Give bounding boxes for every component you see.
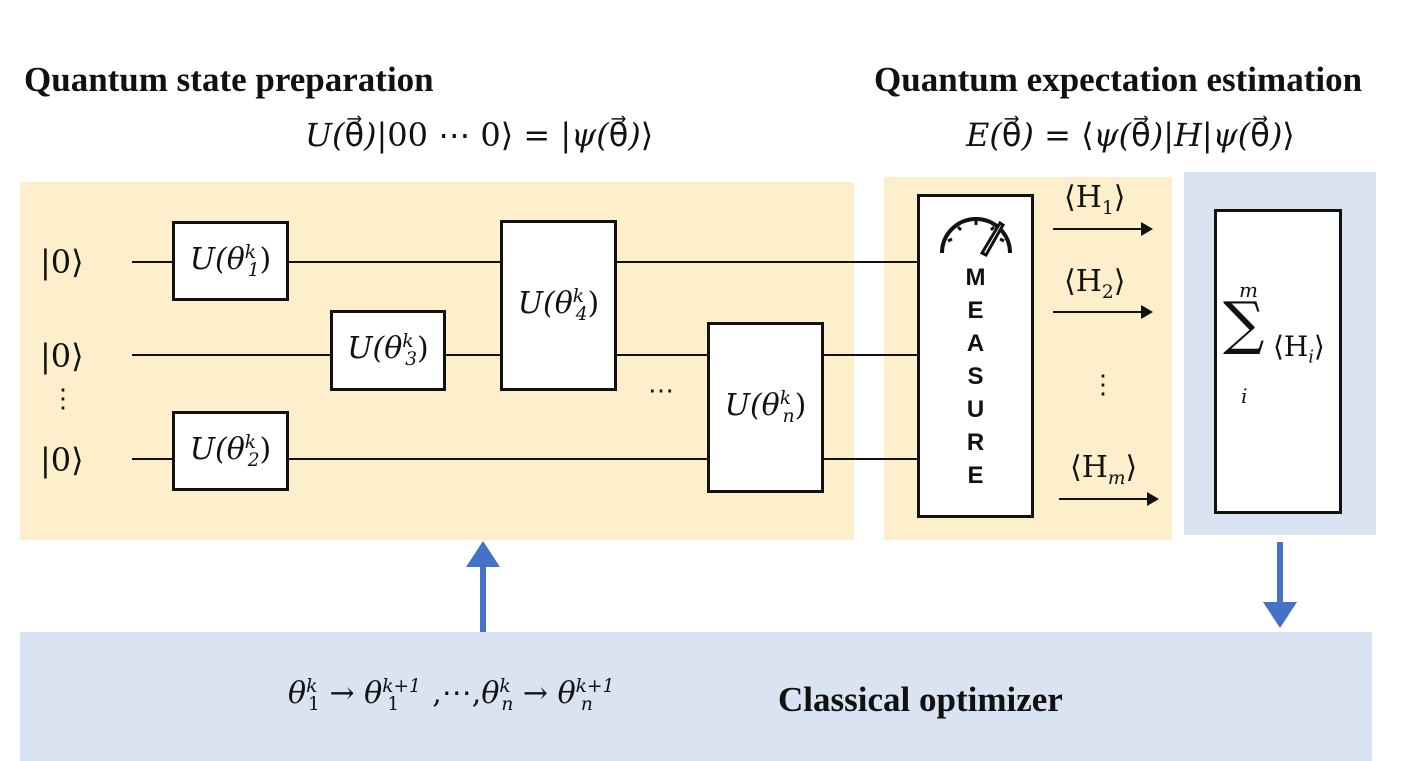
gate-u-theta-n: U(θkn) (707, 322, 824, 493)
sum-lower-limit: i (1241, 384, 1248, 408)
observable-h2: ⟨H2⟩ (1064, 264, 1126, 303)
measure-box: M E A S U R E (917, 194, 1034, 518)
gate-u-theta-1: U(θk1) (172, 221, 289, 301)
circuit-ellipsis: ⋯ (648, 376, 674, 406)
sum-symbol: ∑ (1223, 289, 1265, 357)
gate-u-theta-2: U(θk2) (172, 411, 289, 491)
expectation-equation: E(θ⃗) = ⟨ψ(θ⃗)|H|ψ(θ⃗)⟩ (966, 116, 1295, 154)
observable-hm: ⟨Hm⟩ (1070, 450, 1138, 489)
sum-box: m ∑ i ⟨Hi⟩ (1214, 209, 1342, 514)
qubit-ellipsis: ⋮ (50, 384, 76, 414)
gauge-icon (940, 217, 1012, 257)
sum-upper-limit: m (1239, 278, 1258, 302)
sum-term: ⟨Hi⟩ (1273, 330, 1325, 368)
optimizer-panel (20, 632, 1372, 761)
optimizer-title: Classical optimizer (778, 680, 1063, 719)
observables-ellipsis: ⋮ (1090, 370, 1116, 400)
state-prep-title: Quantum state preparation (24, 60, 434, 99)
qubit-label-2: |0⟩ (40, 337, 84, 375)
feedback-arrow-down (1263, 542, 1297, 628)
observable-h2-arrow (1053, 305, 1153, 319)
gate-u-theta-4: U(θk4) (500, 220, 617, 391)
qubit-label-3: |0⟩ (40, 441, 84, 479)
state-prep-equation: U(θ⃗)|00 ⋯ 0⟩ = |ψ(θ⃗)⟩ (305, 116, 654, 154)
feedback-arrow-up (466, 541, 500, 632)
gate-u-theta-3: U(θk3) (330, 310, 446, 391)
observable-hm-arrow (1059, 492, 1159, 506)
measure-label: M E A S U R E (965, 264, 986, 489)
qubit-label-1: |0⟩ (40, 243, 84, 281)
wire-3 (132, 458, 918, 460)
optimizer-update-equation: θk1 → θk+11,⋯,θkn → θk+1n (288, 676, 615, 715)
expectation-title: Quantum expectation estimation (874, 60, 1363, 99)
observable-h1-arrow (1053, 222, 1153, 236)
observable-h1: ⟨H1⟩ (1064, 180, 1126, 219)
